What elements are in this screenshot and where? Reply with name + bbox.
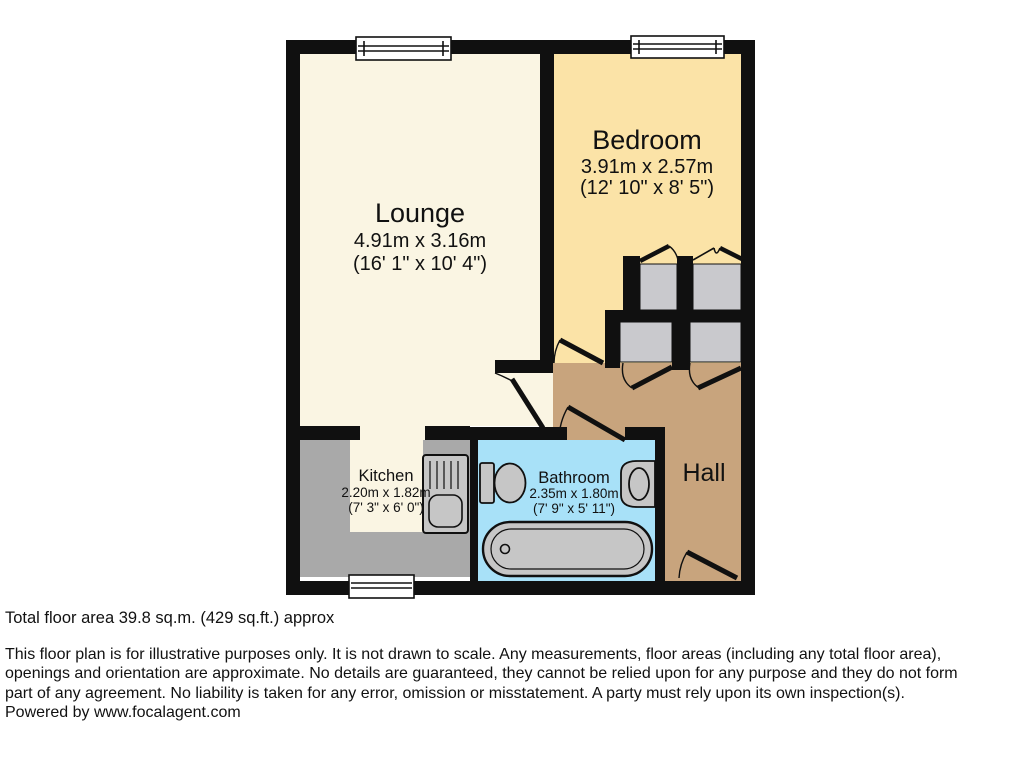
- kitchen-floor: [350, 440, 425, 532]
- bathroom-dim-metric: 2.35m x 1.80m: [529, 486, 618, 501]
- wall-kitchen-stub: [300, 426, 360, 440]
- wall-bathroom-top-right: [625, 427, 665, 440]
- kitchen-sink-icon: [422, 454, 469, 534]
- fixtures: [422, 454, 656, 578]
- closet-box: [692, 263, 742, 311]
- bathroom-label: Bathroom: [538, 469, 610, 487]
- bathtub-icon: [481, 520, 654, 578]
- closet-door-upper-left: [638, 244, 679, 263]
- bedroom-window: [630, 35, 725, 59]
- outer-wall-left: [286, 40, 300, 595]
- kitchen-window: [348, 574, 415, 599]
- bedroom-label: Bedroom: [592, 125, 702, 155]
- closet-box: [689, 321, 742, 363]
- hall-label: Hall: [682, 459, 725, 487]
- wall-stub-lounge-hall: [495, 360, 553, 373]
- closet-box: [619, 321, 673, 363]
- disclaimer-line: part of any agreement. No liability is t…: [5, 684, 905, 702]
- kitchen-label: Kitchen: [358, 467, 413, 485]
- disclaimer-line: openings and orientation are approximate…: [5, 665, 958, 683]
- wall-closet-band: [605, 310, 741, 322]
- lounge-dim-metric: 4.91m x 3.16m: [354, 230, 486, 252]
- kitchen-counter: [300, 440, 470, 577]
- closet-door-lower-left: [621, 362, 674, 391]
- bedroom-dim-metric: 3.91m x 2.57m: [581, 156, 713, 178]
- bedroom-dim-imperial: (12' 10" x 8' 5"): [580, 177, 714, 199]
- wall-bathroom-hall: [655, 440, 665, 581]
- wall-lounge-bedroom: [540, 54, 554, 363]
- windows: [348, 35, 725, 599]
- wall-closet-stub-upper-left: [623, 256, 640, 310]
- bathroom-door: [558, 404, 627, 443]
- room-labels: Lounge 4.91m x 3.16m (16' 1" x 10' 4") B…: [341, 125, 725, 516]
- kitchen-dim-metric: 2.20m x 1.82m: [341, 485, 430, 500]
- bedroom-door: [553, 337, 605, 366]
- lounge-door: [494, 372, 546, 430]
- wall-sink-stub: [425, 426, 470, 440]
- closet-door-lower-right: [688, 362, 743, 391]
- disclaimer-text: This floor plan is for illustrative purp…: [5, 645, 958, 723]
- closet-door-upper-right: [692, 245, 748, 264]
- wall-kitchen-bathroom: [470, 440, 478, 581]
- wall-bathroom-top-left: [470, 427, 567, 440]
- bathroom-dim-imperial: (7' 9" x 5' 11"): [533, 501, 615, 516]
- disclaimer-line: This floor plan is for illustrative purp…: [5, 646, 942, 663]
- doors: [494, 244, 748, 581]
- entrance-door: [678, 549, 739, 581]
- wall-closet-stub-lower-left: [605, 322, 620, 368]
- lounge-dim-imperial: (16' 1" x 10' 4"): [353, 253, 487, 275]
- total-floor-area-text: Total floor area 39.8 sq.m. (429 sq.ft.)…: [5, 609, 335, 627]
- basin-icon: [620, 460, 656, 508]
- closet-box: [639, 263, 678, 311]
- lounge-window: [355, 36, 452, 61]
- wall-closet-stub-lower-mid: [672, 322, 690, 370]
- lounge-label: Lounge: [375, 198, 465, 228]
- lounge-floor: [300, 54, 553, 440]
- outer-wall-right: [741, 40, 755, 595]
- toilet-icon: [479, 462, 527, 504]
- kitchen-dim-imperial: (7' 3" x 6' 0"): [348, 500, 424, 515]
- wall-closet-stub-upper-mid: [677, 256, 693, 310]
- powered-by-text: Powered by www.focalagent.com: [5, 704, 241, 722]
